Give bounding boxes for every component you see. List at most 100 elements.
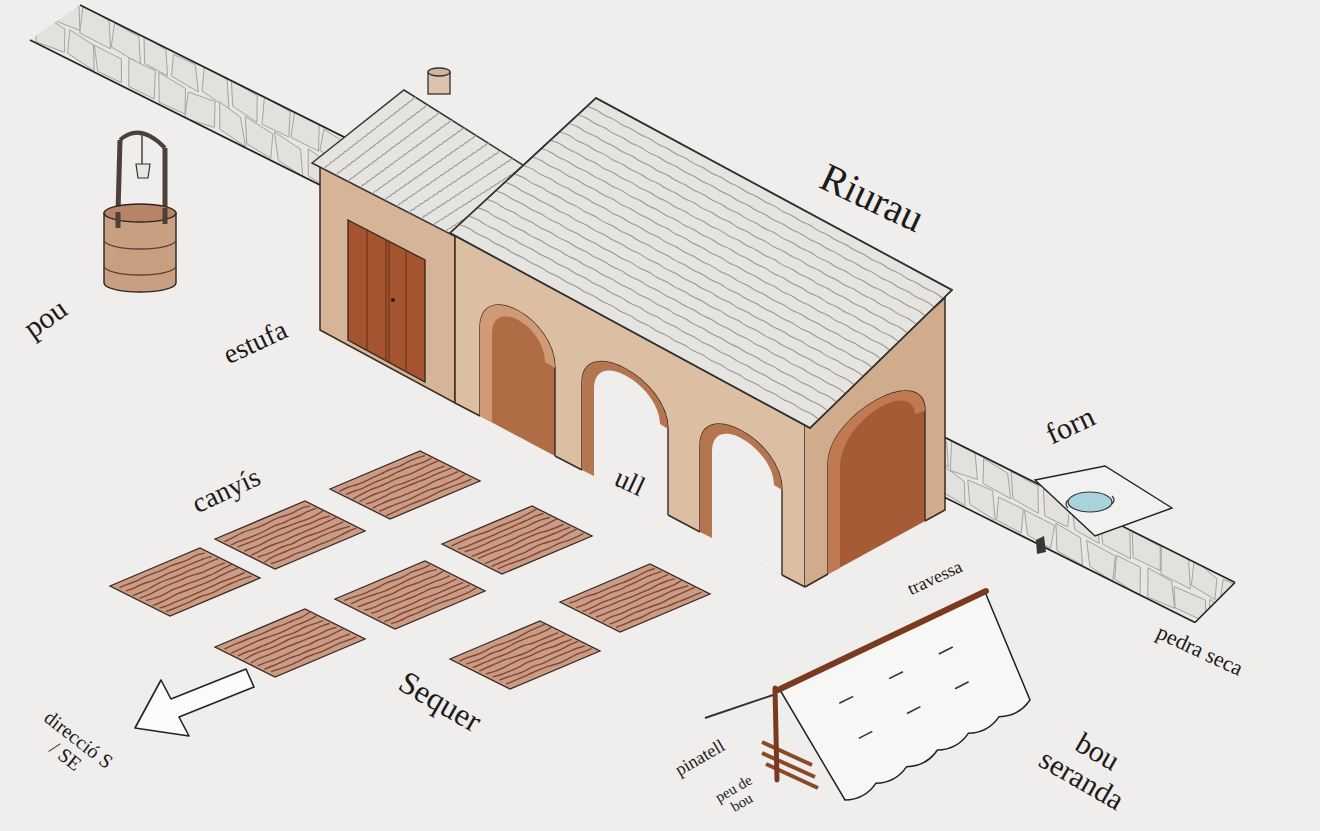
sheet xyxy=(780,592,1030,800)
peu-de-bou-slats xyxy=(762,742,818,788)
reed-mat xyxy=(450,621,600,689)
travessa-bar xyxy=(778,591,986,690)
reed-mats xyxy=(110,451,710,689)
part-label: travessa xyxy=(905,557,966,599)
part-label: pedra seca xyxy=(1153,620,1246,680)
stones xyxy=(19,0,1264,654)
stone xyxy=(185,92,215,127)
sheet-mark xyxy=(955,682,968,689)
mat-shape xyxy=(335,561,485,629)
mat-stripe xyxy=(231,508,316,545)
mat-stripe xyxy=(224,506,310,541)
chimney xyxy=(428,68,450,94)
sheet-mark xyxy=(889,672,903,679)
estufa-door xyxy=(348,220,425,382)
oven-notch xyxy=(1036,536,1046,554)
mat-stripe xyxy=(616,592,702,627)
door-planks xyxy=(367,229,406,372)
mat-stripe xyxy=(264,634,350,669)
stone xyxy=(1191,560,1216,600)
tile-row xyxy=(397,143,489,206)
stone xyxy=(94,45,121,83)
tile-row xyxy=(578,115,935,307)
tile-row xyxy=(587,106,943,298)
arch-opening xyxy=(582,361,668,515)
end-arch-opening xyxy=(828,391,925,574)
mat-shape xyxy=(215,609,365,677)
mat-stripe xyxy=(506,649,592,684)
mat-shape xyxy=(560,564,710,632)
mat-stripe xyxy=(264,526,350,562)
stone xyxy=(997,497,1024,533)
well xyxy=(104,133,176,292)
mat-stripe xyxy=(465,517,551,551)
mat-stripe xyxy=(364,576,450,610)
mat-stripe xyxy=(499,646,585,680)
sheet-cloth xyxy=(780,592,1030,800)
stone xyxy=(968,480,995,521)
stone xyxy=(220,102,246,147)
arch-opening xyxy=(480,305,555,456)
door-knob xyxy=(391,298,395,302)
riurau-roof xyxy=(450,98,952,428)
arch-reveal xyxy=(480,305,555,422)
stone xyxy=(36,12,65,53)
mat-shape xyxy=(110,548,260,616)
oven-base xyxy=(1035,466,1172,536)
part-label: direcció S / SE xyxy=(25,705,119,791)
part-label: ull xyxy=(610,462,649,501)
mat-shape xyxy=(442,506,592,574)
stone xyxy=(1220,579,1251,618)
tile-row xyxy=(514,174,872,368)
stone xyxy=(1235,615,1265,654)
reed-mat xyxy=(335,561,485,629)
stone-band-edge xyxy=(30,5,1235,623)
mat-stripe xyxy=(366,468,452,504)
stone xyxy=(245,117,273,159)
riurau-roof-edge xyxy=(450,98,952,428)
mat-stripe xyxy=(391,588,477,624)
sheet-mark xyxy=(839,696,853,703)
sheet-mark xyxy=(939,647,953,654)
part-label: Riurau xyxy=(814,156,930,240)
mat-stripe xyxy=(166,576,252,611)
tile-row xyxy=(560,132,917,325)
stone xyxy=(129,58,156,99)
stone xyxy=(19,0,49,17)
direction-arrow xyxy=(135,669,254,736)
part-label: pinatell xyxy=(672,736,728,779)
tile-row xyxy=(336,105,428,175)
mat-stripe xyxy=(491,529,577,567)
part-label: canyís xyxy=(187,462,264,519)
part-label: estufa xyxy=(218,315,291,370)
mat-shape xyxy=(330,451,480,519)
mat-stripe xyxy=(498,533,584,569)
side-stick xyxy=(705,694,776,718)
sheet-mark xyxy=(907,707,920,714)
arch-reveal xyxy=(582,361,668,476)
oven-mouth xyxy=(1068,492,1112,512)
stone-band xyxy=(30,5,1235,623)
part-label: bou seranda xyxy=(1018,705,1162,825)
part-label: peu de bou xyxy=(708,769,769,822)
mat-stripe xyxy=(159,573,245,608)
reed-mat xyxy=(215,501,365,569)
reed-mat xyxy=(110,548,260,616)
reed-mat xyxy=(330,451,480,519)
stone xyxy=(1148,568,1175,609)
reed-mat xyxy=(215,609,365,677)
part-label: forn xyxy=(1041,400,1100,450)
mat-stripe xyxy=(609,587,695,624)
pinatell-pole xyxy=(775,688,777,780)
arch-opening xyxy=(700,424,782,575)
part-label: pou xyxy=(18,292,73,344)
part-label: Sequer xyxy=(393,665,487,739)
sheet-mark xyxy=(859,731,872,738)
riurau-roof-tiles xyxy=(459,106,943,419)
mat-stripe xyxy=(386,479,472,516)
mat-stripe xyxy=(379,474,465,511)
